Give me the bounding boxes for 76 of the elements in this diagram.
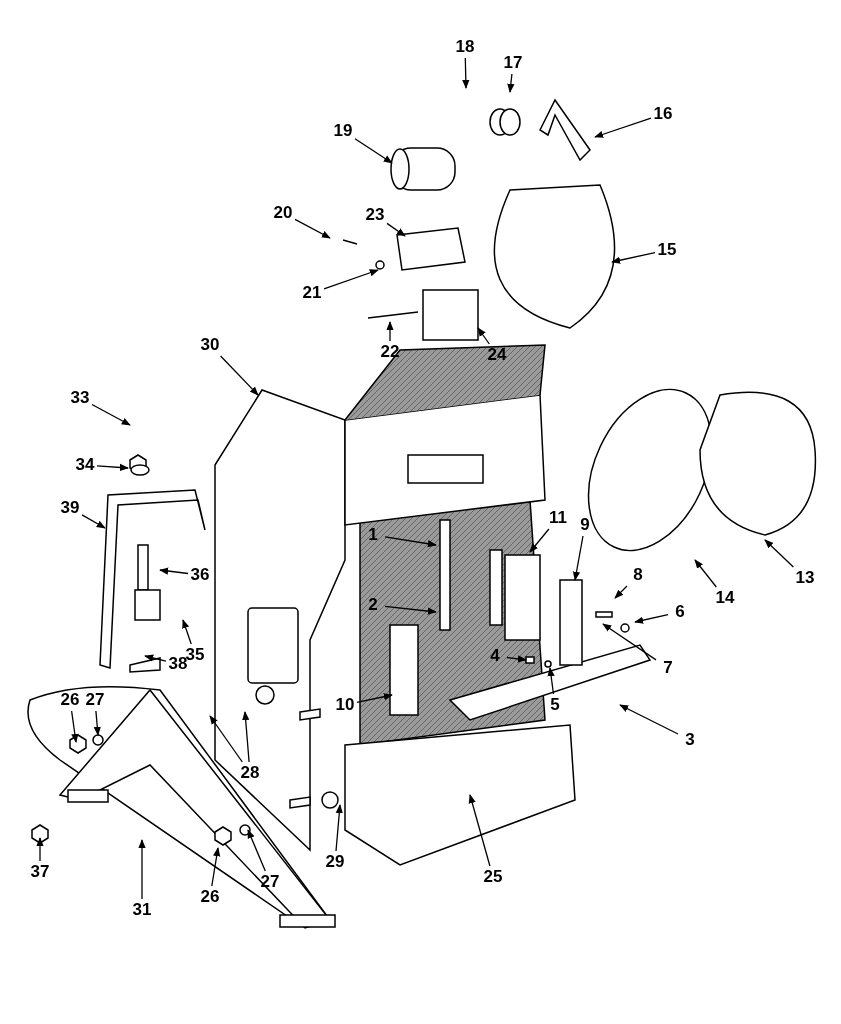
callout-number: 24 — [486, 346, 508, 364]
leader-line — [211, 847, 221, 887]
callout-number: 37 — [29, 863, 51, 881]
callout-number: 1 — [367, 526, 379, 544]
leader-line — [144, 654, 167, 662]
leader-line — [694, 559, 717, 588]
callout-number: 34 — [74, 456, 96, 474]
leader-line — [611, 251, 656, 264]
callout-number: 8 — [632, 566, 644, 584]
leader-line — [468, 794, 491, 867]
callout-number: 25 — [482, 868, 504, 886]
callout-number: 39 — [59, 499, 81, 517]
leader-line — [506, 655, 527, 663]
callout-number: 26 — [199, 888, 221, 906]
leader-line — [335, 804, 343, 852]
leader-line — [634, 614, 669, 624]
leader-line — [294, 218, 331, 239]
leader-line — [386, 321, 394, 342]
leader-line — [323, 269, 379, 290]
leader-line — [354, 138, 393, 164]
callout-number: 13 — [794, 569, 816, 587]
leader-line — [572, 535, 584, 581]
leader-line — [764, 539, 795, 568]
leader-line — [384, 536, 437, 548]
leader-line — [547, 667, 555, 695]
callout-number: 22 — [379, 343, 401, 361]
callout-number: 27 — [84, 691, 106, 709]
leader-line — [209, 715, 243, 763]
leader-line — [477, 327, 490, 345]
leader-line — [70, 710, 79, 743]
leader-line — [81, 514, 106, 529]
callout-number: 16 — [652, 105, 674, 123]
leader-line — [182, 619, 192, 645]
leader-line — [93, 710, 101, 736]
leader-line — [138, 839, 146, 900]
leader-line — [242, 711, 250, 763]
callout-number: 18 — [454, 38, 476, 56]
callout-number: 20 — [272, 204, 294, 222]
callout-number: 23 — [364, 206, 386, 224]
leader-line — [247, 829, 266, 872]
leader-line — [602, 623, 657, 661]
callout-number: 10 — [334, 696, 356, 714]
callout-number: 14 — [714, 589, 736, 607]
callout-number: 5 — [549, 696, 561, 714]
callout-number: 7 — [662, 659, 674, 677]
callout-number: 9 — [579, 516, 591, 534]
leader-line — [159, 567, 189, 575]
leader-line — [36, 837, 44, 862]
leader-line — [356, 693, 393, 704]
leader-line — [594, 117, 652, 138]
leader-line — [507, 73, 515, 93]
leader-line — [219, 355, 259, 396]
callout-number: 2 — [367, 596, 379, 614]
callout-number: 29 — [324, 853, 346, 871]
leader-line — [91, 403, 131, 426]
callout-number: 28 — [239, 764, 261, 782]
callout-number: 6 — [674, 603, 686, 621]
leader-line — [96, 463, 129, 472]
callout-number: 15 — [656, 241, 678, 259]
callout-number: 26 — [59, 691, 81, 709]
callout-number: 31 — [131, 901, 153, 919]
leader-line — [614, 585, 628, 599]
callout-number: 19 — [332, 122, 354, 140]
leader-line — [386, 222, 406, 237]
callout-number: 11 — [548, 509, 568, 527]
leader-line — [529, 528, 550, 553]
callout-number: 36 — [189, 566, 211, 584]
callout-number: 21 — [301, 284, 323, 302]
leader-line — [462, 57, 470, 89]
callout-number: 30 — [199, 336, 221, 354]
callout-number: 33 — [69, 389, 91, 407]
callout-number: 27 — [259, 873, 281, 891]
leader-line — [619, 704, 679, 735]
callout-number: 3 — [684, 731, 696, 749]
callout-number: 17 — [502, 54, 524, 72]
callout-number: 4 — [489, 647, 501, 665]
